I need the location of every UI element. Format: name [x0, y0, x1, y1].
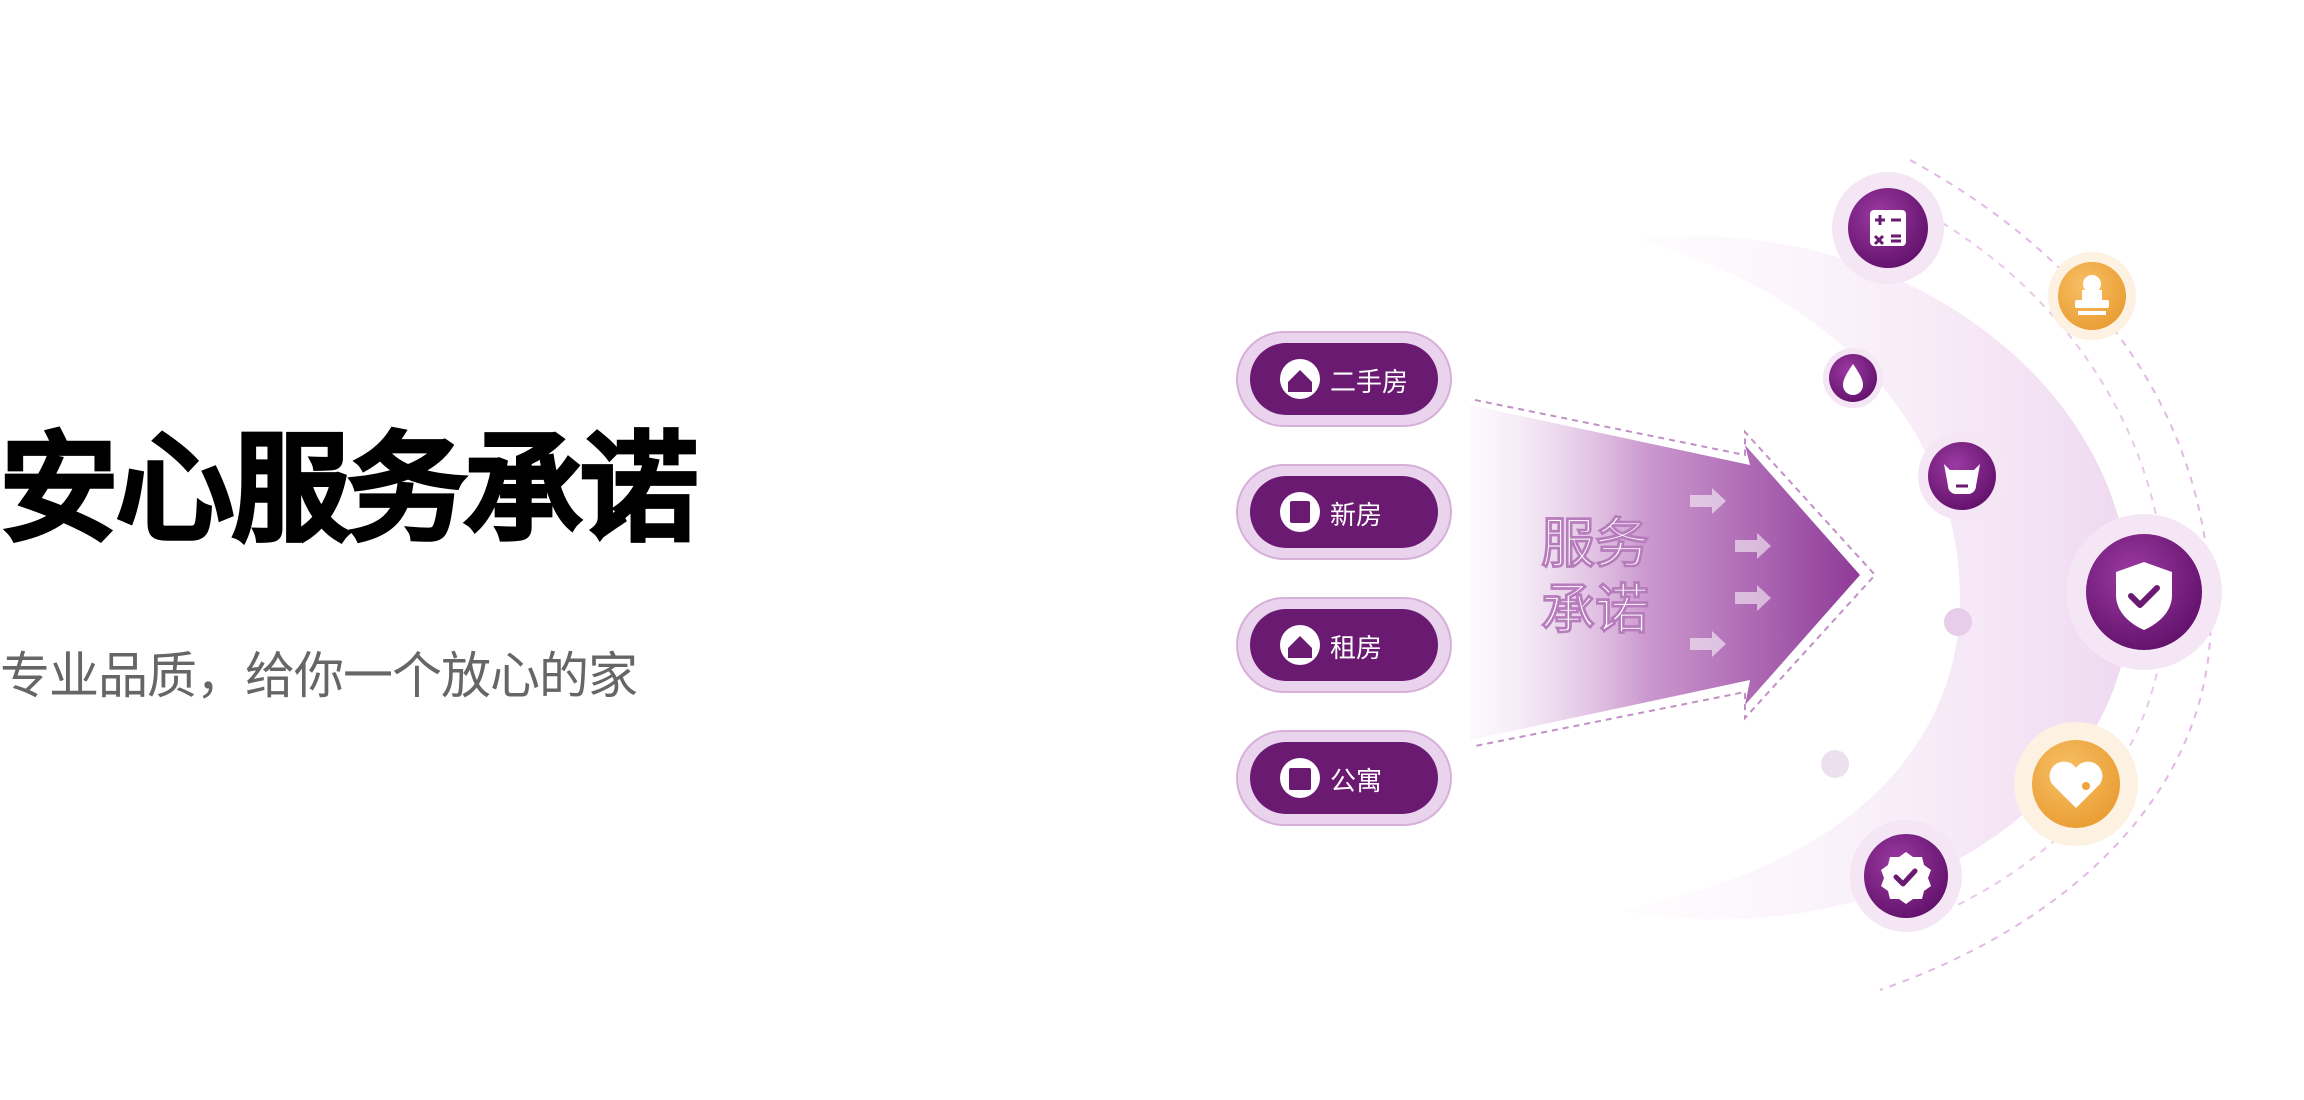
- badge-check-icon: [1850, 820, 1962, 932]
- center-label-line1: 服务: [1541, 512, 1649, 575]
- center-label-line2: 承诺: [1541, 578, 1649, 641]
- flow-arrow: [1470, 405, 1860, 740]
- category-pill[interactable]: 新房: [1236, 464, 1452, 560]
- page-title: 安心服务承诺: [0, 420, 700, 558]
- decor-dot: [1944, 608, 1972, 636]
- calculator-icon: [1832, 172, 1944, 284]
- stamp-icon: [2048, 252, 2136, 340]
- category-pill[interactable]: 公寓: [1236, 730, 1452, 826]
- category-label: 租房: [1330, 634, 1382, 664]
- shield-check-icon: [2066, 514, 2222, 670]
- category-label: 新房: [1330, 501, 1382, 531]
- category-label: 公寓: [1330, 767, 1382, 797]
- decor-dot: [1821, 750, 1849, 778]
- category-pill[interactable]: 二手房: [1236, 331, 1452, 427]
- page-subtitle: 专业品质，给你一个放心的家: [0, 647, 638, 705]
- heart-tag-icon: [2014, 722, 2138, 846]
- arrow-dashed-outline: [1474, 399, 1877, 747]
- water-drop-icon: [1823, 348, 1883, 408]
- flow-chevrons: [1690, 488, 1771, 657]
- category-label: 二手房: [1330, 368, 1408, 398]
- category-pill[interactable]: 租房: [1236, 597, 1452, 693]
- arc-background: [1620, 236, 2130, 920]
- cow-icon: [1918, 432, 2006, 520]
